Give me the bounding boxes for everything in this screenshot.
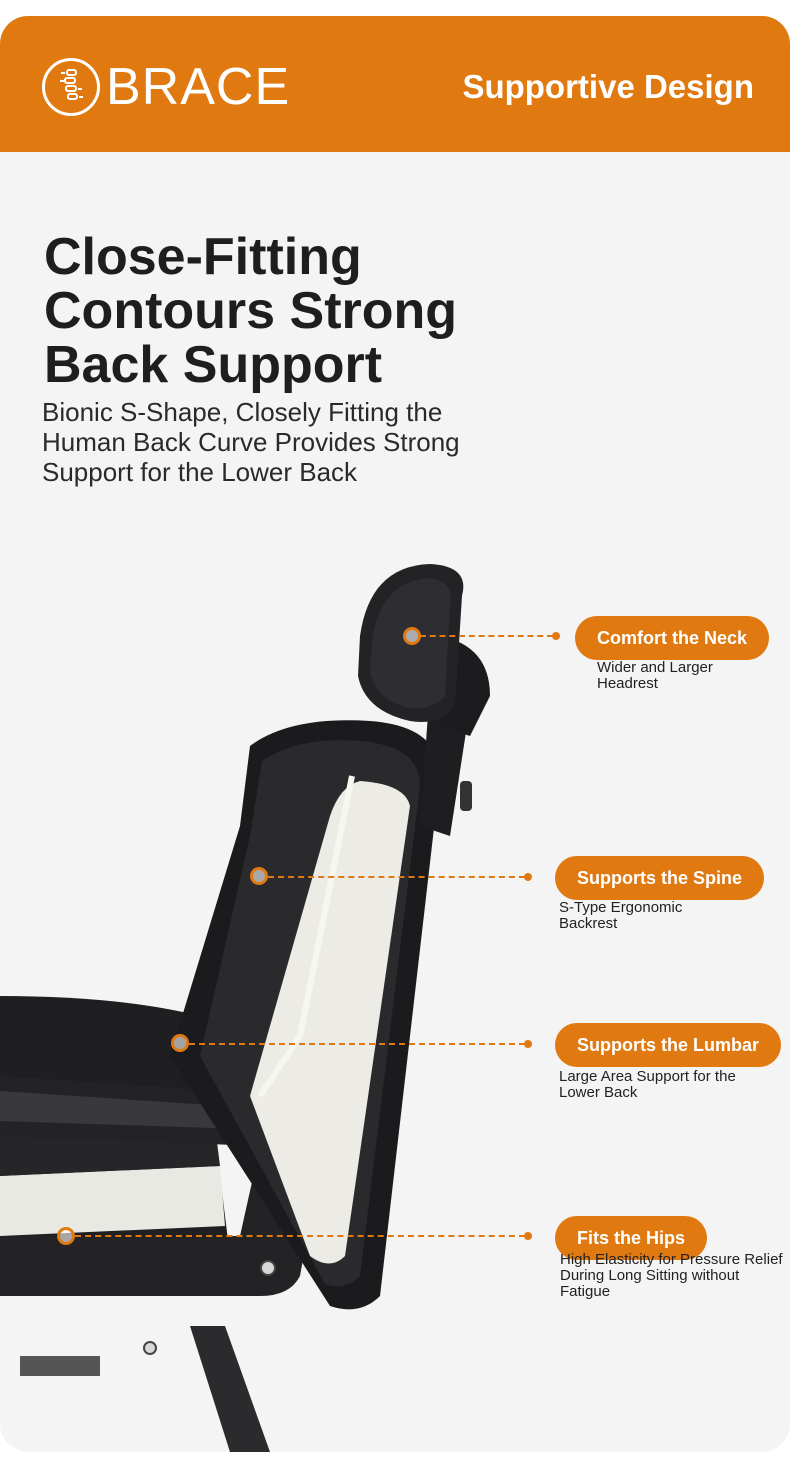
hips-marker-icon — [57, 1227, 75, 1245]
neck-leader-end-icon — [552, 632, 560, 640]
section-tagline: Supportive Design — [462, 68, 754, 105]
brand-name: BRACE — [106, 58, 291, 116]
feature-title-lumbar: Supports the Lumbar — [555, 1023, 782, 1067]
spine-leader-end-icon — [524, 873, 532, 881]
feature-desc-hips: High Elasticity for Pressure Relief Duri… — [560, 1251, 783, 1300]
page-title: Close-Fitting Contours Strong Back Suppo… — [44, 228, 458, 394]
hips-leader-line — [75, 1235, 525, 1237]
feature-title-neck: Comfort the Neck — [575, 616, 770, 660]
spine-icon — [42, 58, 100, 116]
spine-marker-icon — [250, 867, 268, 885]
feature-title-hips: Fits the Hips — [555, 1216, 708, 1260]
lumbar-leader-line — [189, 1043, 525, 1045]
neck-leader-line — [420, 635, 553, 637]
lumbar-marker-icon — [171, 1034, 189, 1052]
hips-leader-end-icon — [524, 1232, 532, 1240]
office-chair-illustration — [0, 564, 490, 1452]
neck-marker-icon — [403, 627, 421, 645]
feature-desc-spine: S-Type Ergonomic Backrest — [559, 899, 683, 932]
feature-desc-lumbar: Large Area Support for the Lower Back — [559, 1068, 736, 1101]
product-card: BRACE Supportive Design Close-Fitting Co… — [0, 16, 790, 1452]
spine-leader-line — [268, 876, 525, 878]
page-subtitle: Bionic S-Shape, Closely Fitting the Huma… — [42, 397, 460, 487]
header-banner: BRACE Supportive Design — [0, 16, 790, 152]
feature-title-spine: Supports the Spine — [555, 856, 765, 900]
lumbar-leader-end-icon — [524, 1040, 532, 1048]
feature-desc-neck: Wider and Larger Headrest — [597, 659, 713, 692]
